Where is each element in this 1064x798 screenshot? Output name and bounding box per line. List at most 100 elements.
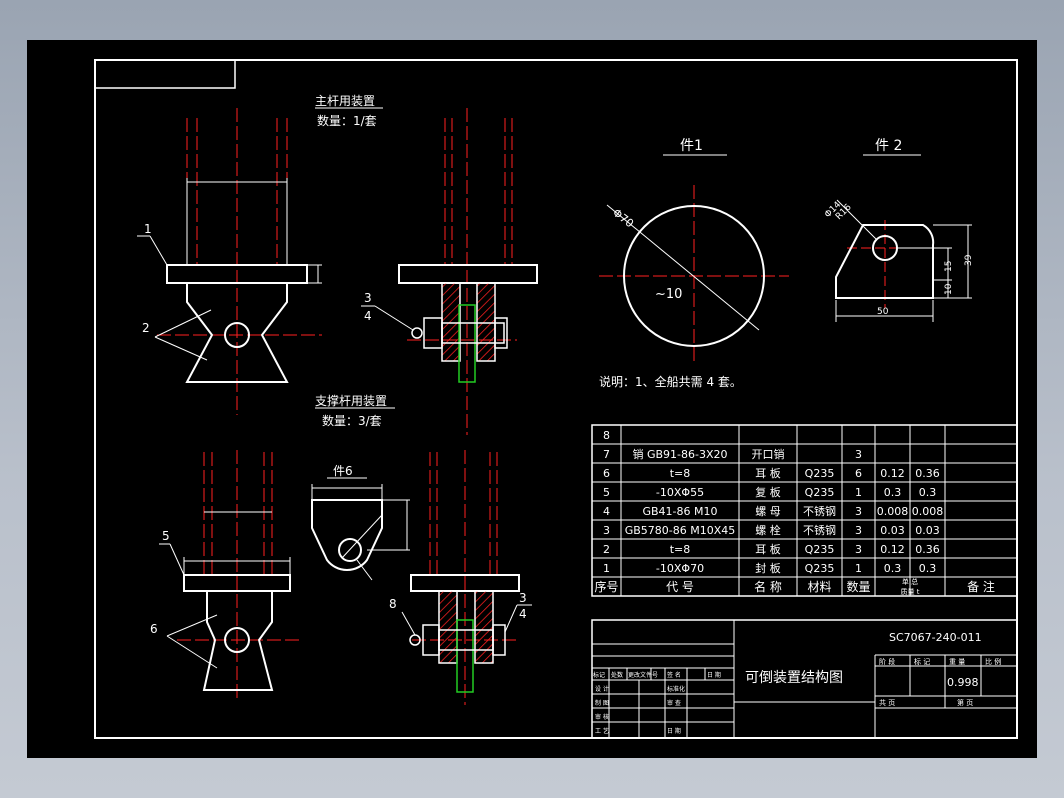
balloon-2: 2 bbox=[142, 321, 150, 335]
main-rod-side-view: 3 4 bbox=[361, 108, 538, 435]
bom-cell-material: Q235 bbox=[805, 467, 835, 480]
weight-label: 重 量 bbox=[949, 658, 965, 666]
rev-sign-label: 签 名 bbox=[667, 671, 681, 679]
bom-cell-name: 耳 板 bbox=[755, 466, 781, 480]
dim-h15: 15 bbox=[944, 261, 954, 272]
balloon-4a: 4 bbox=[364, 309, 372, 323]
bom-cell-qty: 3 bbox=[855, 448, 862, 461]
bom-cell-name: 螺 母 bbox=[755, 505, 781, 518]
bom-cell-qty: 1 bbox=[855, 486, 862, 499]
bom-cell-no: 7 bbox=[603, 448, 610, 461]
dim-tilde10: ~10 bbox=[655, 287, 682, 302]
bom-cell-code: GB41-86 M10 bbox=[642, 505, 717, 518]
rev-date-label: 日 期 bbox=[707, 671, 721, 679]
support-rod-qty: 数量：3/套 bbox=[322, 413, 382, 428]
bill-of-materials: 8 7 销 GB91-86-3X20 开口销 3 6 t=8 耳 板 Q235 6 0.12 0.36… bbox=[591, 424, 1018, 597]
mark-label: 标 记 bbox=[914, 657, 930, 666]
support-rod-side-view: 8 3 4 bbox=[389, 450, 532, 705]
part6-title: 件6 bbox=[333, 464, 353, 478]
part6-ear-plate bbox=[311, 484, 410, 581]
balloon-5: 5 bbox=[162, 529, 170, 543]
bom-cell-unit_w: 0.3 bbox=[884, 562, 902, 575]
bom-cell-unit_w: 0.008 bbox=[877, 505, 909, 518]
drawing-canvas: 1 2 3 4 主杆用装置 数量：1/套 件1 bbox=[94, 59, 1018, 739]
scale-label: 比 例 bbox=[985, 657, 1001, 666]
dim-d70: Φ70 bbox=[610, 206, 636, 230]
bom-cell-code: -10XΦ70 bbox=[656, 562, 704, 575]
bom-cell-name: 螺 栓 bbox=[755, 523, 781, 537]
balloon-1: 1 bbox=[144, 222, 152, 236]
bom-cell-no: 4 bbox=[603, 505, 610, 518]
bom-cell-no: 5 bbox=[603, 486, 610, 499]
bom-cell-code: 销 GB91-86-3X20 bbox=[632, 447, 727, 461]
part2-title: 件 2 bbox=[875, 138, 902, 154]
bom-cell-material: Q235 bbox=[805, 486, 835, 499]
dim-w50: 50 bbox=[877, 307, 889, 317]
rev-mark-label: 标记 bbox=[593, 671, 605, 679]
bom-cell-total_w: 0.36 bbox=[915, 467, 940, 480]
bom-cell-code: t=8 bbox=[670, 467, 691, 480]
bom-header-name: 名 称 bbox=[754, 579, 782, 594]
bom-cell-material: 不锈钢 bbox=[803, 524, 836, 537]
title-block bbox=[591, 619, 1018, 739]
bom-cell-qty: 3 bbox=[855, 543, 862, 556]
bom-header-weight: 单 总 bbox=[902, 577, 918, 586]
main-rod-qty: 数量：1/套 bbox=[317, 113, 377, 128]
bom-header-weight-unit: 质量 t bbox=[901, 587, 920, 596]
bom-cell-code: GB5780-86 M10X45 bbox=[625, 524, 736, 537]
part2-ear-plate: Φ14 R16 15 39 10 50 bbox=[823, 199, 974, 322]
support-rod-front-view: 5 6 bbox=[150, 450, 302, 700]
balloon-6: 6 bbox=[150, 622, 158, 636]
title-block-text: SC7067-240-011 可倒装置结构图 0.998 阶 段 标 记 重 量… bbox=[593, 631, 1001, 735]
main-rod-title: 主杆用装置 bbox=[315, 94, 375, 108]
balloon-8: 8 bbox=[389, 597, 397, 611]
sheet-total-label: 共 页 bbox=[879, 698, 895, 707]
balloon-3b: 3 bbox=[519, 591, 527, 605]
bom-cell-unit_w: 0.12 bbox=[880, 543, 905, 556]
bom-header-code: 代 号 bbox=[666, 580, 694, 594]
bom-cell-code: t=8 bbox=[670, 543, 691, 556]
bom-cell-no: 3 bbox=[603, 524, 610, 537]
bom-cell-unit_w: 0.03 bbox=[880, 524, 905, 537]
check-label: 审 核 bbox=[595, 713, 609, 721]
stage-label: 阶 段 bbox=[879, 657, 895, 666]
draw-label: 制 图 bbox=[595, 699, 609, 707]
part1-title: 件1 bbox=[680, 138, 703, 154]
bom-cell-material: Q235 bbox=[805, 562, 835, 575]
bom-header-qty: 数量 bbox=[846, 579, 870, 594]
bom-cell-code: -10XΦ55 bbox=[656, 486, 704, 499]
bom-cell-total_w: 0.03 bbox=[915, 524, 940, 537]
bom-cell-qty: 6 bbox=[855, 467, 862, 480]
border-frame bbox=[94, 59, 1018, 739]
rev-count-label: 处数 bbox=[611, 671, 623, 679]
drawing-sheet: 1 2 3 4 主杆用装置 数量：1/套 件1 bbox=[27, 40, 1037, 758]
bom-cell-qty: 3 bbox=[855, 505, 862, 518]
sheet-number-label: 第 页 bbox=[957, 698, 973, 707]
design-label: 设 计 bbox=[595, 685, 609, 693]
bom-cell-name: 复 板 bbox=[755, 485, 781, 499]
bom-cell-total_w: 0.3 bbox=[919, 486, 937, 499]
bom-cell-unit_w: 0.12 bbox=[880, 467, 905, 480]
bom-cell-total_w: 0.3 bbox=[919, 562, 937, 575]
date-label: 日 期 bbox=[667, 727, 681, 735]
rev-doc-label: 更改文件号 bbox=[628, 671, 658, 679]
process-label: 工 艺 bbox=[595, 727, 609, 735]
bom-cell-name: 开口销 bbox=[752, 447, 785, 461]
balloon-4b: 4 bbox=[519, 607, 527, 621]
bom-cell-name: 封 板 bbox=[755, 561, 781, 575]
review-label: 审 查 bbox=[667, 699, 681, 707]
main-rod-front-view: 1 2 bbox=[137, 108, 322, 415]
bom-cell-total_w: 0.36 bbox=[915, 543, 940, 556]
bom-cell-no: 8 bbox=[603, 429, 610, 442]
bom-cell-total_w: 0.008 bbox=[912, 505, 944, 518]
bom-cell-unit_w: 0.3 bbox=[884, 486, 902, 499]
general-note: 说明：1、全船共需 4 套。 bbox=[599, 374, 742, 389]
bom-cell-qty: 1 bbox=[855, 562, 862, 575]
bom-cell-no: 6 bbox=[603, 467, 610, 480]
dim-h39: 39 bbox=[964, 254, 974, 266]
bom-header-material: 材料 bbox=[807, 580, 831, 594]
weight-value: 0.998 bbox=[947, 676, 979, 689]
balloon-3a: 3 bbox=[364, 291, 372, 305]
drawing-number: SC7067-240-011 bbox=[889, 631, 982, 644]
bom-header-no: 序号 bbox=[594, 579, 618, 594]
